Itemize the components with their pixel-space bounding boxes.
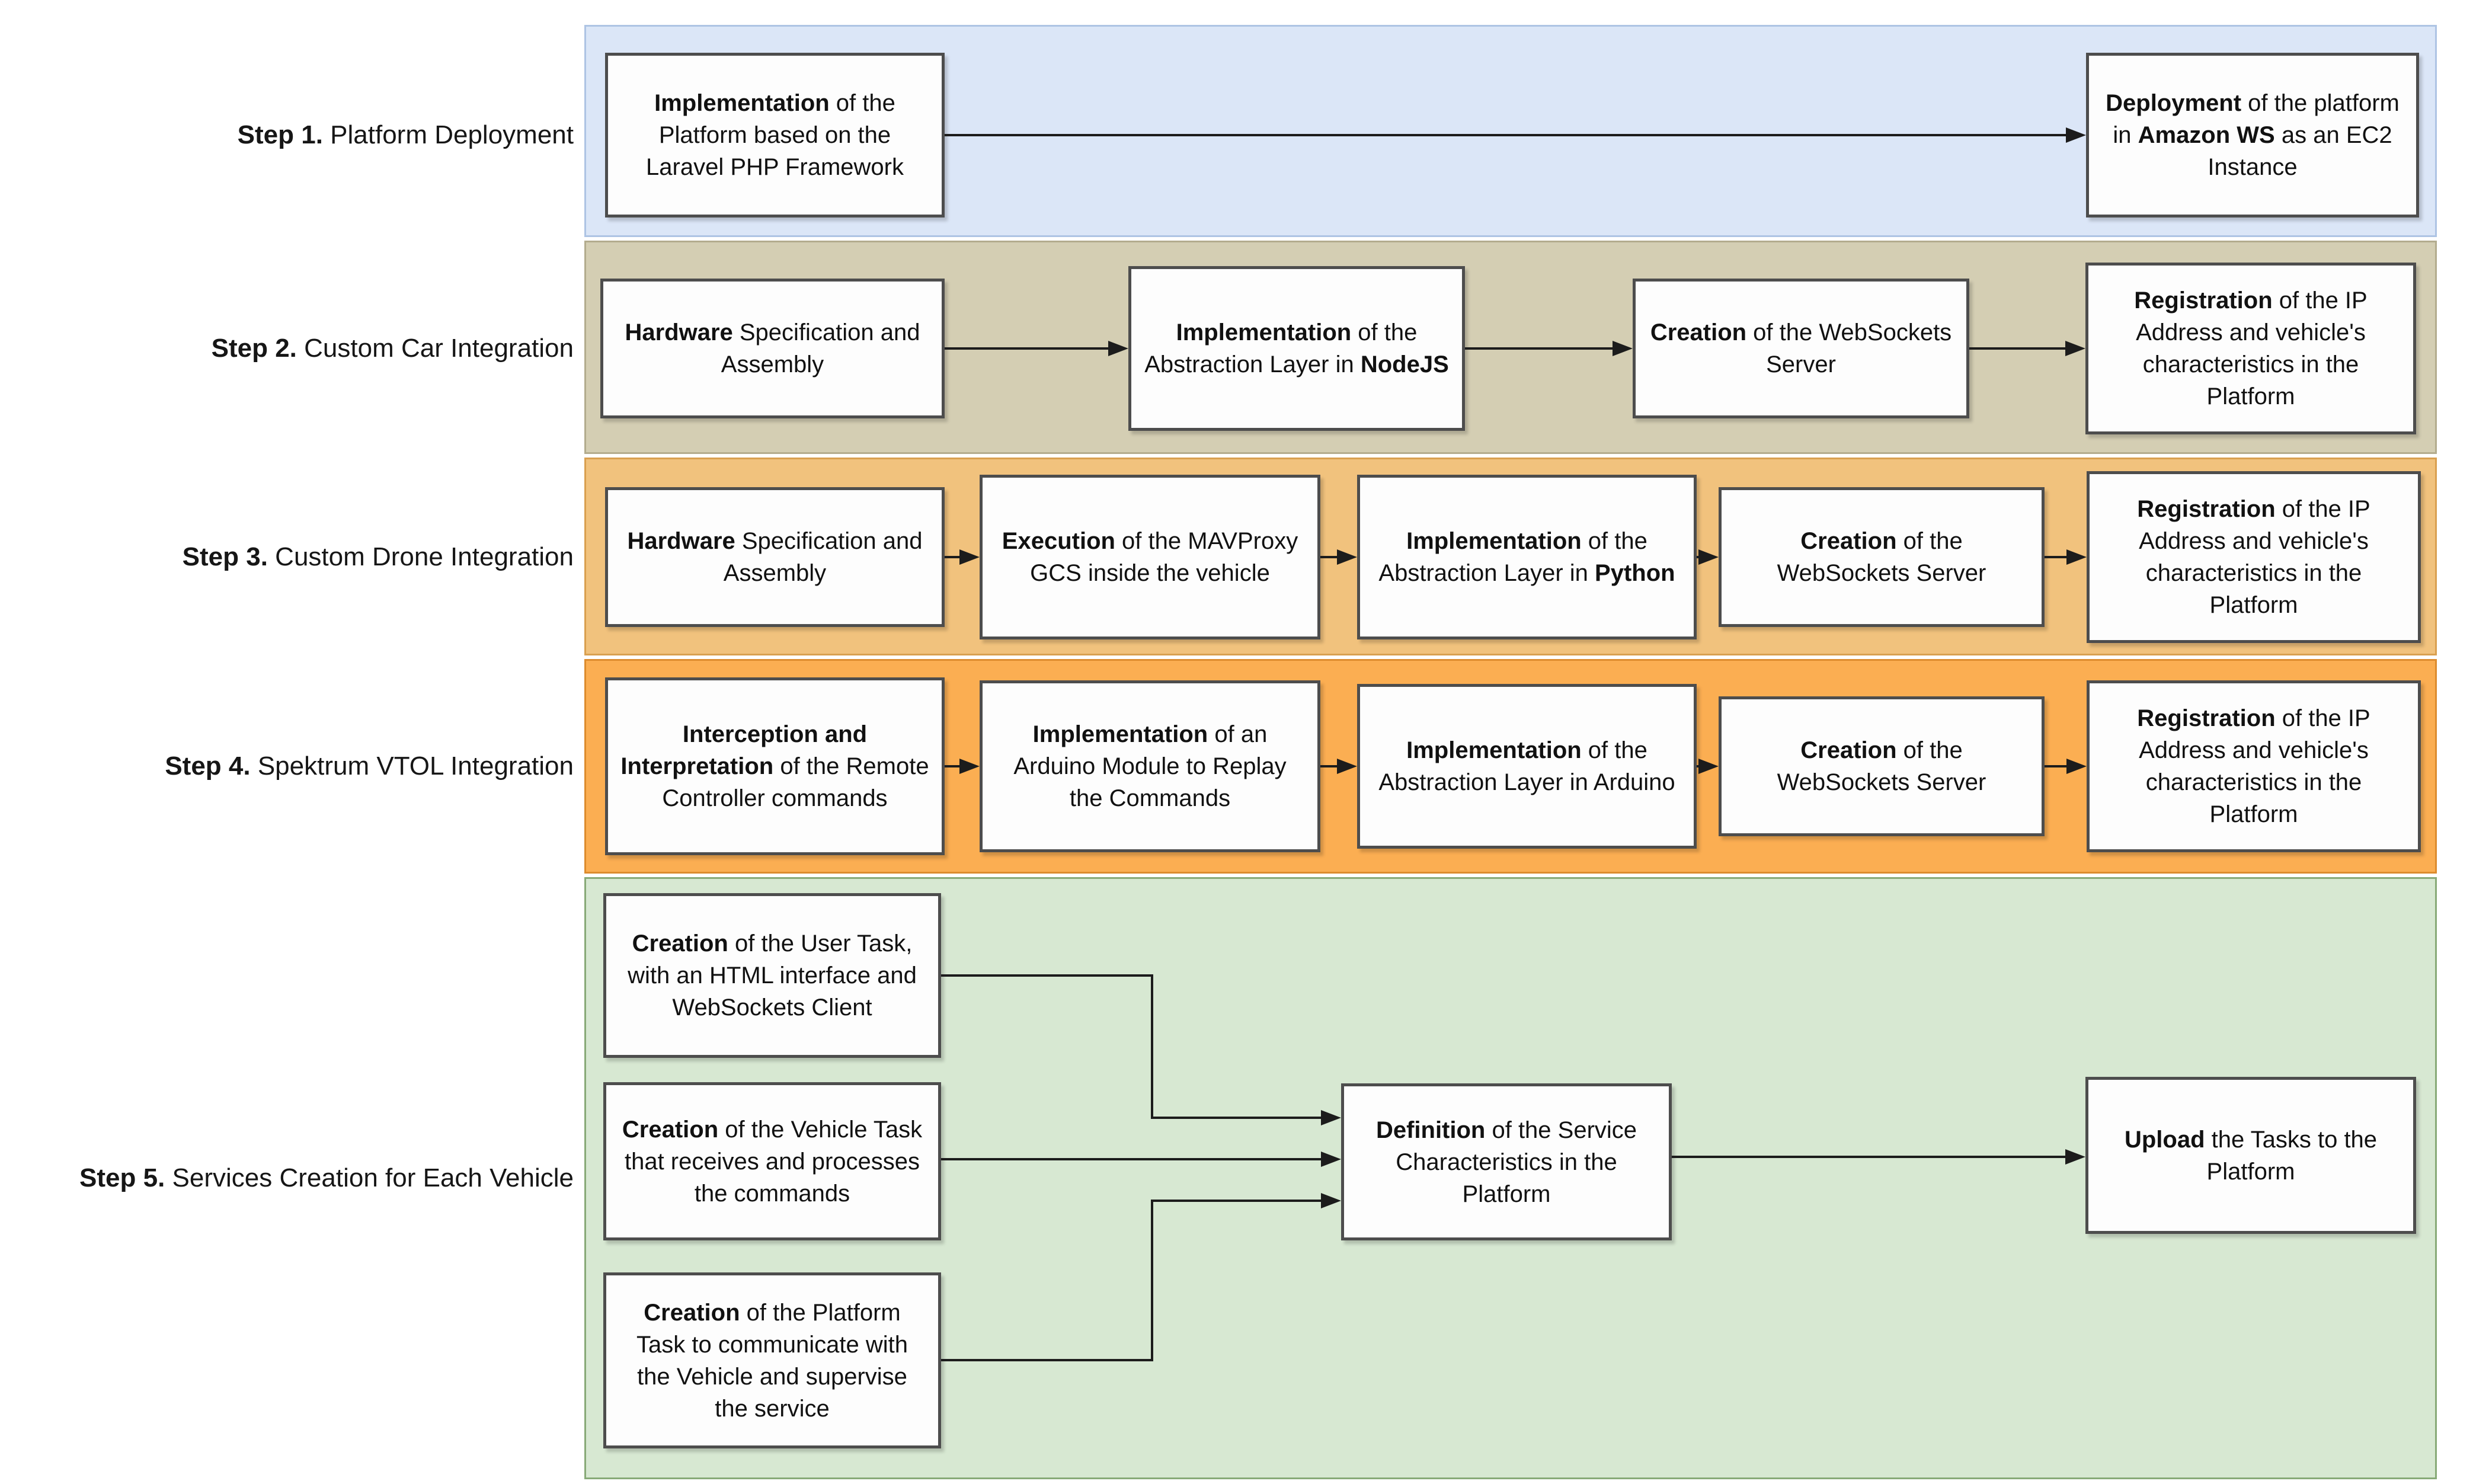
step5-box-user-task: Creation of the User Task, with an HTML … bbox=[603, 893, 941, 1058]
step4-box-websockets-server: Creation of the WebSockets Server bbox=[1719, 696, 2045, 836]
step3-box-mavproxy-execution: Execution of the MAVProxy GCS inside the… bbox=[980, 475, 1320, 639]
step5-box-service-definition: Definition of the Service Characteristic… bbox=[1341, 1083, 1672, 1240]
step5-box-upload-tasks: Upload the Tasks to the Platform bbox=[2085, 1077, 2416, 1234]
step5-box-platform-task: Creation of the Platform Task to communi… bbox=[603, 1272, 941, 1448]
step4-box-arduino-module: Implementation of an Arduino Module to R… bbox=[980, 680, 1320, 852]
step3-box-websockets-server: Creation of the WebSockets Server bbox=[1719, 487, 2045, 627]
step2-box-registration-ip: Registration of the IP Address and vehic… bbox=[2085, 263, 2416, 434]
step1-box-implementation-platform: Implementation of the Platform based on … bbox=[605, 53, 945, 218]
step2-box-abstraction-nodejs: Implementation of the Abstraction Layer … bbox=[1128, 266, 1465, 431]
step5-box-vehicle-task: Creation of the Vehicle Task that receiv… bbox=[603, 1082, 941, 1240]
step4-box-abstraction-arduino: Implementation of the Abstraction Layer … bbox=[1357, 684, 1697, 849]
step2-box-websockets-server: Creation of the WebSockets Server bbox=[1633, 279, 1969, 418]
step4-box-registration-ip: Registration of the IP Address and vehic… bbox=[2087, 680, 2421, 852]
step1-label: Step 1. Platform Deployment bbox=[237, 120, 574, 149]
step3-box-abstraction-python: Implementation of the Abstraction Layer … bbox=[1357, 475, 1697, 639]
step4-box-interception-rc: Interception and Interpretation of the R… bbox=[605, 677, 945, 855]
step4-label: Step 4. Spektrum VTOL Integration bbox=[165, 751, 574, 781]
step3-box-registration-ip: Registration of the IP Address and vehic… bbox=[2087, 471, 2421, 643]
step5-label: Step 5. Services Creation for Each Vehic… bbox=[79, 1163, 574, 1192]
step3-label: Step 3. Custom Drone Integration bbox=[182, 542, 574, 571]
step2-label: Step 2. Custom Car Integration bbox=[211, 334, 574, 363]
step3-box-hardware-spec: Hardware Specification and Assembly bbox=[605, 487, 945, 627]
step1-box-deployment-aws: Deployment of the platform in Amazon WS … bbox=[2086, 53, 2419, 218]
step2-box-hardware-spec: Hardware Specification and Assembly bbox=[600, 279, 945, 418]
